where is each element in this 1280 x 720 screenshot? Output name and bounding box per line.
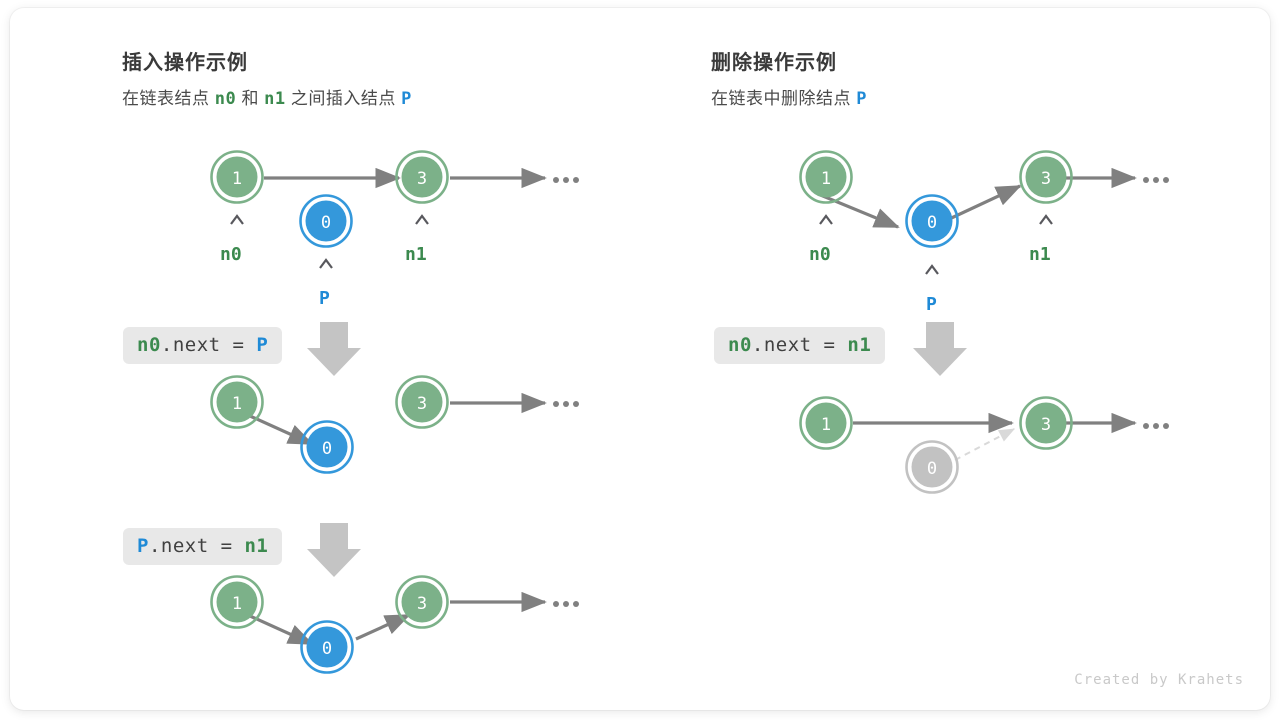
caret-icon xyxy=(230,214,244,225)
delete-row2-node-0-removed: 0 xyxy=(905,440,959,494)
delete-row2-node-1: 1 xyxy=(799,396,853,450)
code-token: n1 xyxy=(244,535,269,557)
pointer-label-n1: n1 xyxy=(1029,244,1051,265)
svg-text:1: 1 xyxy=(232,169,242,189)
pointer-label-p: P xyxy=(319,288,330,309)
insert-panel-subtitle: 在链表结点 n0 和 n1 之间插入结点 P xyxy=(122,84,412,109)
removed-link xyxy=(954,428,1016,461)
delete-row1-node-1: 1 xyxy=(799,150,853,204)
pointer-label-n1: n1 xyxy=(405,244,427,265)
insert-row1-node-3: 3 xyxy=(395,150,449,204)
code-token: .next = xyxy=(751,334,848,356)
pointer-label-p: P xyxy=(926,294,937,315)
svg-text:3: 3 xyxy=(417,594,427,614)
delete-panel-subtitle: 在链表中删除结点 P xyxy=(711,84,867,109)
subtitle-token-p: P xyxy=(401,89,412,109)
code-token: n0 xyxy=(137,334,161,356)
figure-credit: Created by Krahets xyxy=(1074,672,1244,688)
subtitle-text: 在链表中删除结点 xyxy=(711,89,857,108)
code-token: n0 xyxy=(728,334,752,356)
step-down-arrow xyxy=(913,322,967,376)
insert-row1-node-0: 0 xyxy=(299,194,353,248)
panel-insert: 插入操作示例 在链表结点 n0 和 n1 之间插入结点 P n0 P n1 n0… xyxy=(10,8,640,710)
subtitle-token-n0: n0 xyxy=(214,89,237,109)
svg-text:1: 1 xyxy=(821,415,831,435)
subtitle-text: 和 xyxy=(236,89,265,108)
insert-panel-title: 插入操作示例 xyxy=(122,52,248,74)
svg-text:0: 0 xyxy=(927,459,937,479)
insert-row3-ellipsis xyxy=(553,601,579,607)
pointer-label-n0: n0 xyxy=(809,244,831,265)
svg-text:1: 1 xyxy=(232,594,242,614)
delete-row1-ellipsis xyxy=(1143,177,1169,183)
insert-row3-node-0: 0 xyxy=(300,620,354,674)
svg-text:1: 1 xyxy=(821,169,831,189)
pointer-label-n0: n0 xyxy=(220,244,242,265)
insert-row3-node-1: 1 xyxy=(210,575,264,629)
delete-panel-title: 删除操作示例 xyxy=(711,52,837,74)
code-token: .next = xyxy=(148,535,245,557)
svg-text:0: 0 xyxy=(927,213,937,233)
delete-row2-ellipsis xyxy=(1143,423,1169,429)
subtitle-token-n1: n1 xyxy=(264,89,286,109)
caret-icon xyxy=(1039,214,1053,225)
subtitle-token-p: P xyxy=(856,89,867,109)
delete-row1-node-0: 0 xyxy=(905,194,959,248)
caret-icon xyxy=(319,258,333,269)
subtitle-text: 在链表结点 xyxy=(122,89,215,108)
code-token: P xyxy=(256,334,269,356)
insert-row2-node-0: 0 xyxy=(300,420,354,474)
step-down-arrow xyxy=(307,523,361,577)
code-token: n1 xyxy=(847,334,872,356)
svg-text:3: 3 xyxy=(1041,169,1051,189)
code-chip-n0-next-p: n0.next = P xyxy=(123,327,283,364)
insert-row1-ellipsis xyxy=(553,177,579,183)
code-token: P xyxy=(137,535,149,557)
step-down-arrow xyxy=(307,322,361,376)
svg-text:3: 3 xyxy=(417,394,427,414)
code-token: .next = xyxy=(160,334,257,356)
caret-icon xyxy=(819,214,833,225)
svg-text:3: 3 xyxy=(1041,415,1051,435)
insert-row3-node-3: 3 xyxy=(395,575,449,629)
svg-text:0: 0 xyxy=(321,213,331,233)
delete-row2-node-3: 3 xyxy=(1019,396,1073,450)
caret-icon xyxy=(925,264,939,275)
delete-row1-node-3: 3 xyxy=(1019,150,1073,204)
insert-row1-node-1: 1 xyxy=(210,150,264,204)
insert-row2-ellipsis xyxy=(553,401,579,407)
insert-row2-node-1: 1 xyxy=(210,375,264,429)
insert-row2-node-3: 3 xyxy=(395,375,449,429)
panel-delete: 删除操作示例 在链表中删除结点 P n0 P n1 n0.next = n1 xyxy=(606,8,1270,710)
caret-icon xyxy=(415,214,429,225)
diagram-graphics: 1 0 3 xyxy=(210,150,1169,674)
subtitle-text: 之间插入结点 xyxy=(285,89,402,108)
figure-card: 1 0 3 xyxy=(10,8,1270,710)
svg-text:0: 0 xyxy=(322,439,332,459)
code-chip-p-next-n1: P.next = n1 xyxy=(123,528,283,565)
code-chip-n0-next-n1: n0.next = n1 xyxy=(714,327,886,364)
svg-text:1: 1 xyxy=(232,394,242,414)
svg-text:3: 3 xyxy=(417,169,427,189)
svg-text:0: 0 xyxy=(322,639,332,659)
